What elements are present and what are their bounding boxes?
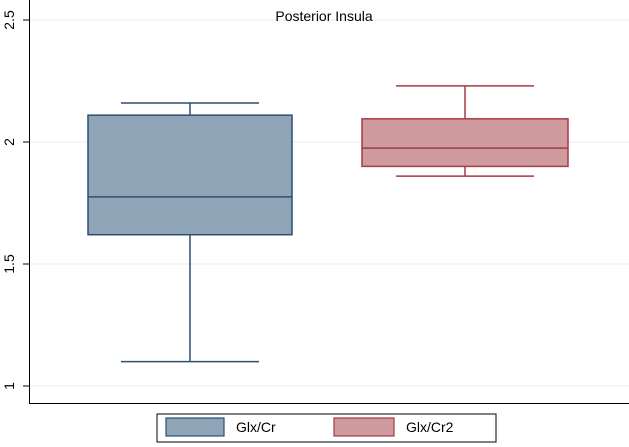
y-tick-label: 1.5 xyxy=(1,254,17,274)
y-tick-label: 1 xyxy=(1,382,17,390)
boxes xyxy=(87,85,569,363)
chart-title: Posterior Insula xyxy=(275,8,372,24)
legend-swatch-glx-cr xyxy=(165,417,225,437)
iqr-box xyxy=(87,114,293,236)
y-tick-label: 2.5 xyxy=(1,10,17,30)
legend: Glx/Cr Glx/Cr2 xyxy=(156,413,497,443)
box-2 xyxy=(361,85,569,177)
legend-label-glx-cr: Glx/Cr xyxy=(236,419,276,435)
legend-swatch-glx-cr2 xyxy=(333,417,395,437)
box-1 xyxy=(87,102,293,363)
legend-label-glx-cr2: Glx/Cr2 xyxy=(406,419,454,435)
y-axis: 1 1.5 2 2.5 xyxy=(1,0,30,404)
y-tick-label: 2 xyxy=(1,138,17,146)
iqr-box xyxy=(361,118,569,168)
